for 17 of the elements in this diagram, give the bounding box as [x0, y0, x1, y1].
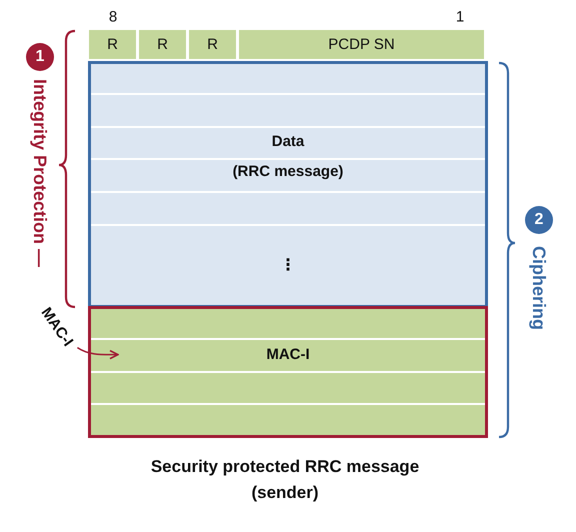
header-field: R	[89, 30, 136, 59]
data-block	[88, 61, 488, 308]
header-field: PCDP SN	[239, 30, 484, 59]
header-field: R	[189, 30, 236, 59]
side-label: Ciphering	[528, 246, 550, 330]
header-field: R	[139, 30, 186, 59]
number-badge: 2	[525, 206, 553, 234]
bit-number: 8	[108, 8, 118, 26]
mac-block	[88, 306, 488, 438]
bit-number: 1	[456, 8, 464, 26]
block-label: MAC-I	[266, 346, 310, 364]
side-label: Integrity Protection —	[29, 79, 51, 268]
block-label: (RRC message)	[232, 163, 344, 181]
number-badge: 1	[26, 43, 54, 71]
vertical-ellipsis: ⋮	[280, 256, 296, 274]
caption: Security protected RRC message (sender)	[150, 456, 420, 504]
block-label: Data	[272, 133, 304, 151]
